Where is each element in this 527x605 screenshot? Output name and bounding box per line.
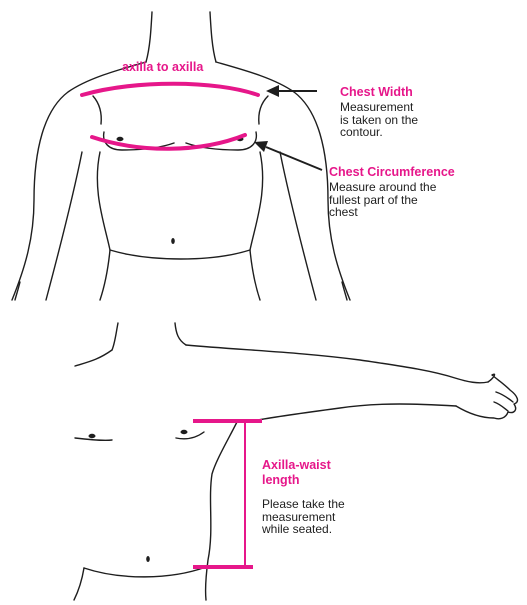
axilla-waist-desc-line-3: while seated. — [262, 523, 345, 536]
waistband-outline — [110, 250, 250, 259]
side-neck-right — [175, 323, 186, 345]
left-armpit-outline — [93, 96, 101, 124]
side-left-nipple — [89, 434, 96, 438]
chest-width-line — [82, 84, 258, 95]
side-right-nipple — [181, 430, 188, 434]
pointer-arrows — [254, 85, 322, 170]
chest-width-description: Measurement is taken on the contour. — [340, 101, 418, 139]
side-neck-left — [112, 323, 118, 350]
axilla-waist-desc-line-1: Please take the — [262, 498, 345, 511]
chest-circumference-arrow — [266, 147, 322, 170]
chest-width-desc-line-1: Measurement — [340, 101, 418, 114]
left-nipple — [117, 137, 124, 141]
right-torso-side — [250, 152, 263, 300]
side-left-shoulder — [75, 350, 112, 366]
chest-circumference-arrowhead — [254, 141, 268, 152]
side-right-pectoral — [176, 432, 204, 439]
chest-width-title: Chest Width — [340, 85, 413, 99]
neck-right-outline — [210, 12, 216, 62]
axilla-waist-title-line-2: length — [262, 473, 331, 488]
chest-circumference-description: Measure around the fullest part of the c… — [329, 181, 436, 219]
axilla-waist-measure — [193, 421, 262, 567]
chest-circumference-desc-line-3: chest — [329, 206, 436, 219]
finger-line-1 — [496, 392, 513, 402]
side-waistband — [84, 567, 206, 577]
axilla-waist-description: Please take the measurement while seated… — [262, 498, 345, 536]
side-left-pectoral — [75, 438, 112, 440]
chest-circumference-desc-line-1: Measure around the — [329, 181, 436, 194]
left-torso-side — [97, 152, 110, 300]
side-left-hip — [74, 568, 84, 600]
arm-top-outline — [186, 345, 488, 383]
axilla-waist-title: Axilla-waist length — [262, 458, 331, 488]
right-armpit-outline — [259, 96, 268, 124]
navel — [171, 238, 175, 244]
side-armpit-outline — [206, 420, 238, 600]
neck-left-outline — [146, 12, 152, 62]
front-torso-figure — [12, 12, 350, 300]
chest-width-arrowhead — [266, 85, 279, 97]
axilla-waist-title-line-1: Axilla-waist — [262, 458, 331, 473]
finger-line-2 — [494, 402, 508, 411]
chest-circumference-line — [92, 135, 245, 149]
side-torso-marks — [89, 430, 188, 562]
chest-width-desc-line-3: contour. — [340, 126, 418, 139]
side-navel — [146, 556, 150, 562]
chest-circumference-title: Chest Circumference — [329, 165, 455, 179]
left-arm-inner-outline — [46, 152, 82, 300]
arm-bottom-outline — [258, 404, 456, 420]
left-shoulder-outline — [12, 62, 146, 300]
front-torso-marks — [117, 137, 244, 244]
axilla-to-axilla-label: axilla to axilla — [122, 60, 203, 74]
right-arm-inner-outline — [280, 152, 316, 300]
